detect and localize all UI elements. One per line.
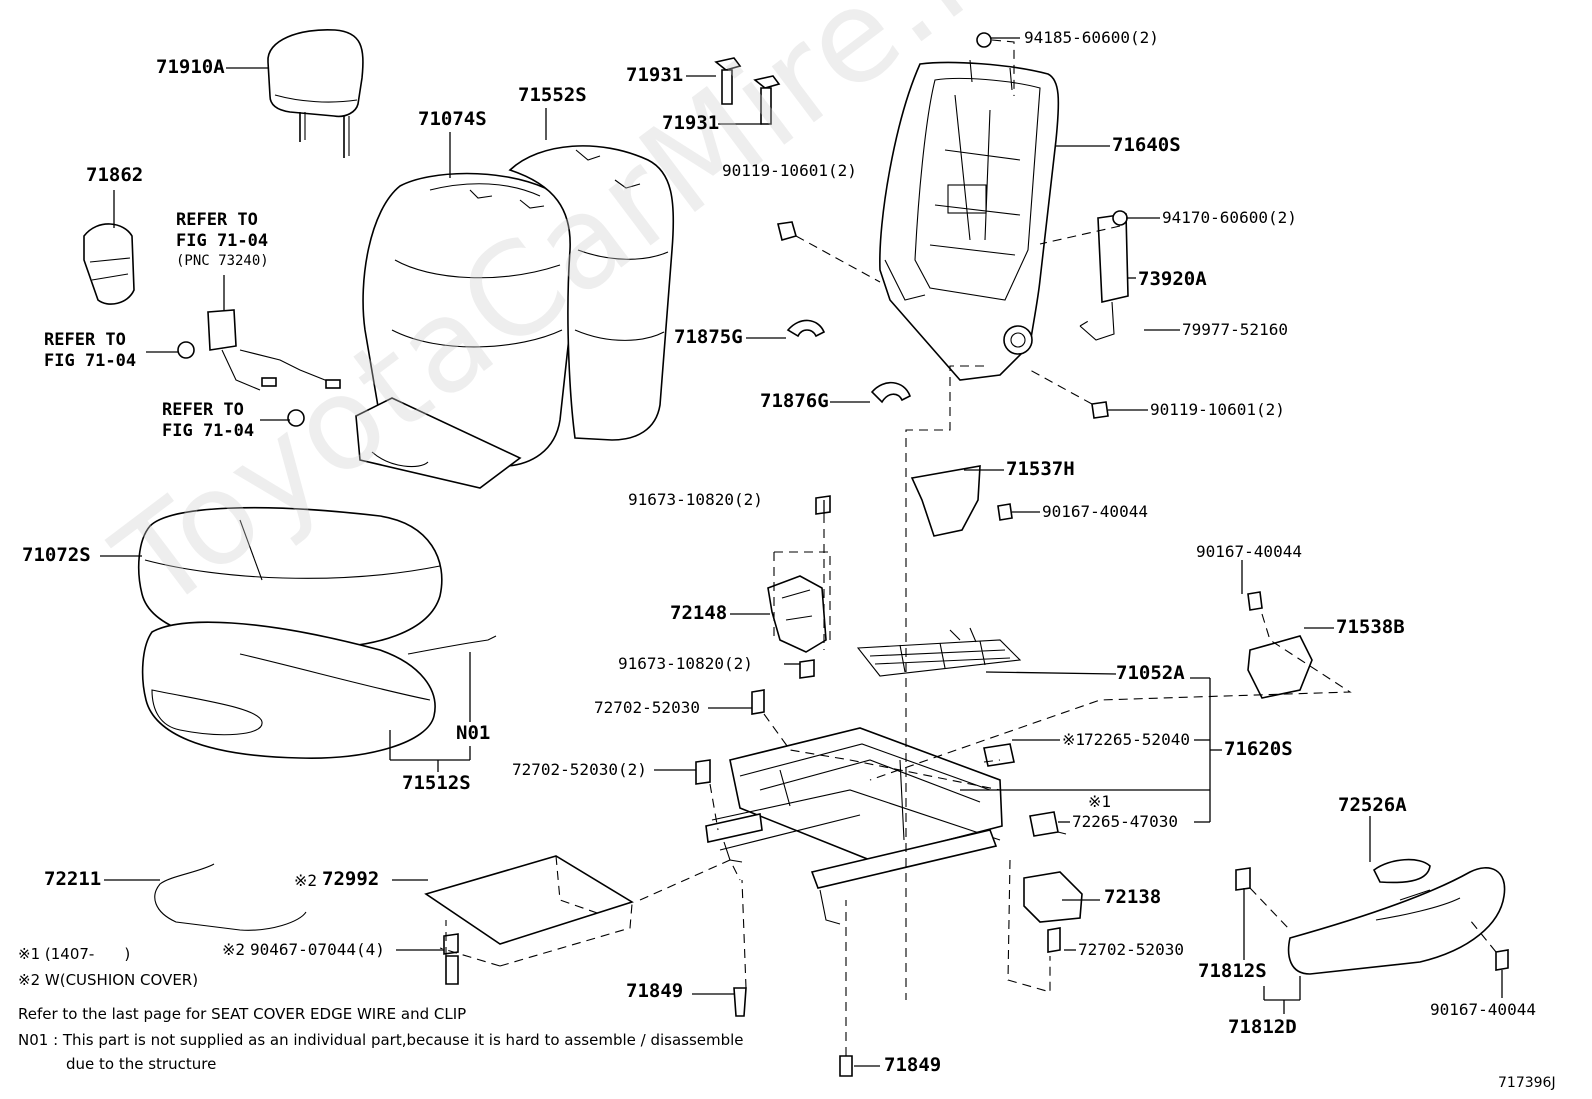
label-n01: N01 xyxy=(456,722,491,744)
figure-id: 717396J xyxy=(1498,1075,1556,1091)
label-72702-52030-a: 72702-52030 xyxy=(594,698,700,717)
refer-line: FIG 71-04 xyxy=(44,351,137,372)
cushion-spring-drawing xyxy=(856,627,1022,677)
alignment-lines xyxy=(439,39,1497,1056)
label-71812d: 71812D xyxy=(1228,1016,1297,1038)
hinge-covers-drawing xyxy=(786,319,912,404)
label-71812s: 71812S xyxy=(1198,960,1267,982)
label-73920a: 73920A xyxy=(1138,268,1207,290)
label-90467-07044: 90467-07044(4) xyxy=(250,940,385,959)
mark-note1-a: ※1 xyxy=(1062,730,1086,749)
refer-line: (PNC 73240) xyxy=(176,252,269,269)
note-3: Refer to the last page for SEAT COVER ED… xyxy=(18,1005,467,1023)
cushion-pad-drawing xyxy=(141,621,436,759)
label-71552s: 71552S xyxy=(518,84,587,106)
side-shield-drawing xyxy=(1287,867,1506,975)
seatback-pad-drawing xyxy=(355,172,577,489)
label-71538b: 71538B xyxy=(1336,616,1405,638)
label-91673-10820-lower: 91673-10820(2) xyxy=(618,654,753,673)
refer-to-fig-buckle: REFER TO FIG 71-04 (PNC 73240) xyxy=(176,210,269,270)
mark-note1-b: ※1 xyxy=(1088,792,1112,811)
label-71849-b: 71849 xyxy=(884,1054,942,1076)
label-90167-40044-a: 90167-40044 xyxy=(1042,502,1148,521)
label-71849-a: 71849 xyxy=(626,980,684,1002)
refer-line: REFER TO xyxy=(162,400,244,420)
label-71910a: 71910A xyxy=(156,56,225,78)
label-71074s: 71074S xyxy=(418,108,487,130)
mark-note2-90467: ※2 xyxy=(222,940,246,959)
label-94170-60600: 94170-60600(2) xyxy=(1162,208,1297,227)
edge-wire-drawing xyxy=(407,635,497,655)
pan-72992-drawing xyxy=(424,855,634,945)
bolt-drawings xyxy=(443,32,1509,971)
label-72265-52040: 72265-52040 xyxy=(1084,730,1190,749)
note-1: ※1 (1407- ) xyxy=(18,945,131,963)
refer-to-fig-nut: REFER TO FIG 71-04 xyxy=(44,330,136,373)
caps-drawing xyxy=(445,955,853,1077)
mark-note2-72992: ※2 xyxy=(294,871,318,890)
label-71052a: 71052A xyxy=(1116,662,1185,684)
note-4: N01 : This part is not supplied as an in… xyxy=(18,1031,744,1049)
label-71537h: 71537H xyxy=(1006,458,1075,480)
cushion-cover-drawing xyxy=(137,506,443,649)
label-90167-40044-c: 90167-40044 xyxy=(1430,1000,1536,1019)
label-72702-52030-c: 72702-52030 xyxy=(1078,940,1184,959)
wire-72211-drawing xyxy=(154,863,307,931)
label-72526a: 72526A xyxy=(1338,794,1407,816)
note-5: due to the structure xyxy=(66,1055,217,1073)
label-90119-10601-left: 90119-10601(2) xyxy=(722,161,857,180)
bracket-72148-drawing xyxy=(767,575,827,653)
label-72138: 72138 xyxy=(1104,886,1162,908)
seatback-frame-drawing xyxy=(879,59,1060,381)
seatback-cover-drawing xyxy=(508,145,675,441)
label-79977-52160: 79977-52160 xyxy=(1182,320,1288,339)
knob-72526a-drawing xyxy=(1372,858,1431,884)
label-72992: 72992 xyxy=(322,868,380,890)
label-71512s: 71512S xyxy=(402,772,471,794)
cover-71537h-drawing xyxy=(910,465,981,537)
refer-line: REFER TO xyxy=(44,330,126,350)
label-71876g: 71876G xyxy=(760,390,829,412)
label-72702-52030-b: 72702-52030(2) xyxy=(512,760,647,779)
headrest-support-drawing xyxy=(714,57,781,125)
label-71640s: 71640S xyxy=(1112,134,1181,156)
refer-line: FIG 71-04 xyxy=(162,421,255,442)
refer-to-fig-bolt: REFER TO FIG 71-04 xyxy=(162,400,254,443)
seatbelt-buckle-drawing xyxy=(177,309,341,427)
label-71620s: 71620S xyxy=(1224,738,1293,760)
label-90167-40044-b: 90167-40044 xyxy=(1196,542,1302,561)
cover-71538b-drawing xyxy=(1247,635,1313,699)
shield-71862-drawing xyxy=(83,223,135,305)
note-2: ※2 W(CUSHION COVER) xyxy=(18,971,199,989)
refer-line: FIG 71-04 xyxy=(176,231,269,252)
leader-lines xyxy=(100,37,1503,1067)
label-71931-upper: 71931 xyxy=(626,64,684,86)
refer-line: REFER TO xyxy=(176,210,258,230)
label-91673-10820-upper: 91673-10820(2) xyxy=(628,490,763,509)
label-71862: 71862 xyxy=(86,164,144,186)
headrest-drawing xyxy=(267,29,364,158)
label-71072s: 71072S xyxy=(22,544,91,566)
label-71875g: 71875G xyxy=(674,326,743,348)
label-72148: 72148 xyxy=(670,602,728,624)
label-90119-10601-right: 90119-10601(2) xyxy=(1150,400,1285,419)
cover-72138-drawing xyxy=(1023,871,1083,923)
label-72265-47030: 72265-47030 xyxy=(1072,812,1178,831)
adjuster-clips-drawing xyxy=(983,743,1059,837)
label-71931-lower: 71931 xyxy=(662,112,720,134)
seat-adjuster-drawing xyxy=(705,727,1003,925)
label-94185-60600: 94185-60600(2) xyxy=(1024,28,1159,47)
label-72211: 72211 xyxy=(44,868,102,890)
